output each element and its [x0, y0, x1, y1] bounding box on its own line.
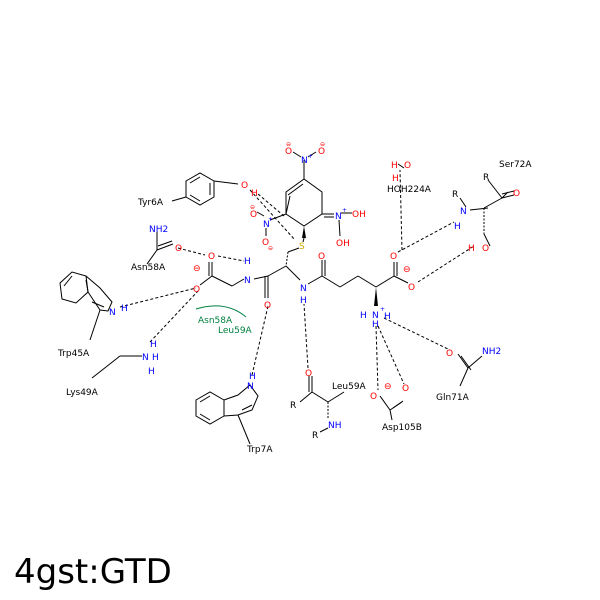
- lys49-n: N: [142, 353, 149, 363]
- glu-n-h-left: H: [360, 311, 367, 321]
- glu-o-carboxyl2: O: [408, 283, 415, 293]
- hydrophobic-label-asn58: Asn58A: [198, 316, 233, 326]
- label-trp7: Trp7A: [246, 445, 273, 455]
- label-leu59: Leu59A: [332, 382, 367, 392]
- cys-nh: H: [300, 296, 307, 306]
- residue-atoms: O H NH2 O N H H N H H H N O R NH R O H H…: [109, 161, 520, 441]
- hoh-h2: H: [392, 174, 399, 184]
- glu-n-h-right: H: [384, 312, 391, 322]
- nitro-right-n: N: [335, 212, 342, 222]
- nitro-left-o: O: [250, 210, 257, 220]
- asp105-minus: ⊖: [384, 382, 392, 392]
- leu59-o: O: [305, 369, 312, 379]
- leu59-nh: NH: [328, 421, 342, 431]
- tyr6-h: H: [251, 189, 258, 199]
- ser72-oh-o: O: [482, 244, 489, 254]
- nitro-right-oh1: OH: [352, 210, 366, 220]
- gly-nh: H: [244, 257, 251, 267]
- hydrophobic-contact-arc: [195, 305, 247, 318]
- asp105-o2: O: [402, 384, 409, 394]
- nitro-left-o-charge: ⊖: [250, 204, 255, 211]
- diagram-title: 4gst:GTD: [14, 552, 172, 592]
- nitro-right-oh2: OH: [336, 239, 350, 249]
- nitro-left-o2: O: [262, 238, 269, 248]
- label-hoh224: HOH224A: [387, 185, 432, 195]
- leu59-r2: R: [312, 431, 318, 441]
- trp7-h: H: [249, 372, 256, 382]
- glu-o-carboxyl1: O: [390, 252, 397, 262]
- gln71-nh2: NH2: [482, 347, 501, 357]
- lys49-h-right: H: [152, 353, 159, 363]
- ser72-n: N: [460, 207, 467, 217]
- ser72-r-top: R: [483, 173, 489, 183]
- nitro-left-plus: +: [268, 216, 273, 223]
- lys49-h-top: H: [150, 340, 157, 350]
- nitro-left-o2-charge: ⊖: [268, 245, 273, 252]
- nitro-top-o2-charge: ⊖: [320, 141, 325, 148]
- nitro-top-o1: O: [285, 147, 292, 157]
- ser72-r-left: R: [452, 190, 458, 200]
- ser72-nh: H: [454, 222, 461, 232]
- asn58-nh2: NH2: [149, 225, 168, 235]
- ligand-bonds: [199, 151, 409, 306]
- label-asn58: Asn58A: [131, 263, 166, 273]
- gly-o-top: O: [208, 252, 215, 262]
- lys49-h-bottom: H: [148, 367, 155, 377]
- label-asp105: Asp105B: [382, 423, 422, 433]
- glu-n-h-bottom: H: [372, 320, 379, 330]
- nitro-left-n: N: [263, 220, 270, 230]
- asn58-o: O: [175, 244, 182, 254]
- sulfur: S: [299, 242, 305, 252]
- label-trp45: Trp45A: [57, 349, 90, 359]
- nitro-top-o2: O: [318, 147, 325, 157]
- gln71-o: O: [446, 349, 453, 359]
- hydrogen-bonds: [119, 169, 475, 391]
- glu-o-minus: ⊖: [403, 265, 411, 275]
- nitro-top-plus: +: [308, 153, 313, 160]
- cys-o: O: [264, 301, 271, 311]
- nitro-right-plus: +: [342, 207, 347, 214]
- asp105-o1: O: [370, 392, 377, 402]
- hoh-o: O: [404, 161, 411, 171]
- glu-n: N: [372, 311, 379, 321]
- nitro-top-n: N: [301, 156, 308, 166]
- label-tyr6: Tyr6A: [137, 198, 164, 208]
- label-gln71: Gln71A: [436, 393, 470, 403]
- cys-n: N: [300, 284, 307, 294]
- ligand-atoms: N + O ⊖ O ⊖ O ⊖ N + O ⊖ N + OH OH S N H …: [193, 141, 415, 330]
- hoh-h1: H: [391, 161, 398, 171]
- nitro-top-o1-charge: ⊖: [286, 141, 291, 148]
- leu59-r: R: [290, 401, 296, 411]
- label-lys49: Lys49A: [66, 388, 99, 398]
- tyr6-o: O: [241, 181, 248, 191]
- label-ser72: Ser72A: [499, 160, 532, 170]
- gly-n: N: [244, 276, 251, 286]
- residue-labels: Tyr6A Asn58A Trp45A Lys49A Trp7A Leu59A …: [57, 160, 532, 455]
- trp45-h: H: [121, 304, 128, 314]
- gly-o-minus: ⊖: [193, 264, 201, 274]
- glu-n-plus: +: [380, 306, 385, 313]
- trp7-n: N: [247, 382, 254, 392]
- residue-bonds: [59, 163, 515, 445]
- ser72-oh-h: H: [468, 244, 475, 254]
- gly-o-bottom: O: [193, 285, 200, 295]
- glu-o-side: O: [318, 252, 325, 262]
- trp45-n: N: [109, 308, 116, 318]
- ser72-o: O: [513, 189, 520, 199]
- hydrophobic-label-leu59: Leu59A: [218, 326, 253, 336]
